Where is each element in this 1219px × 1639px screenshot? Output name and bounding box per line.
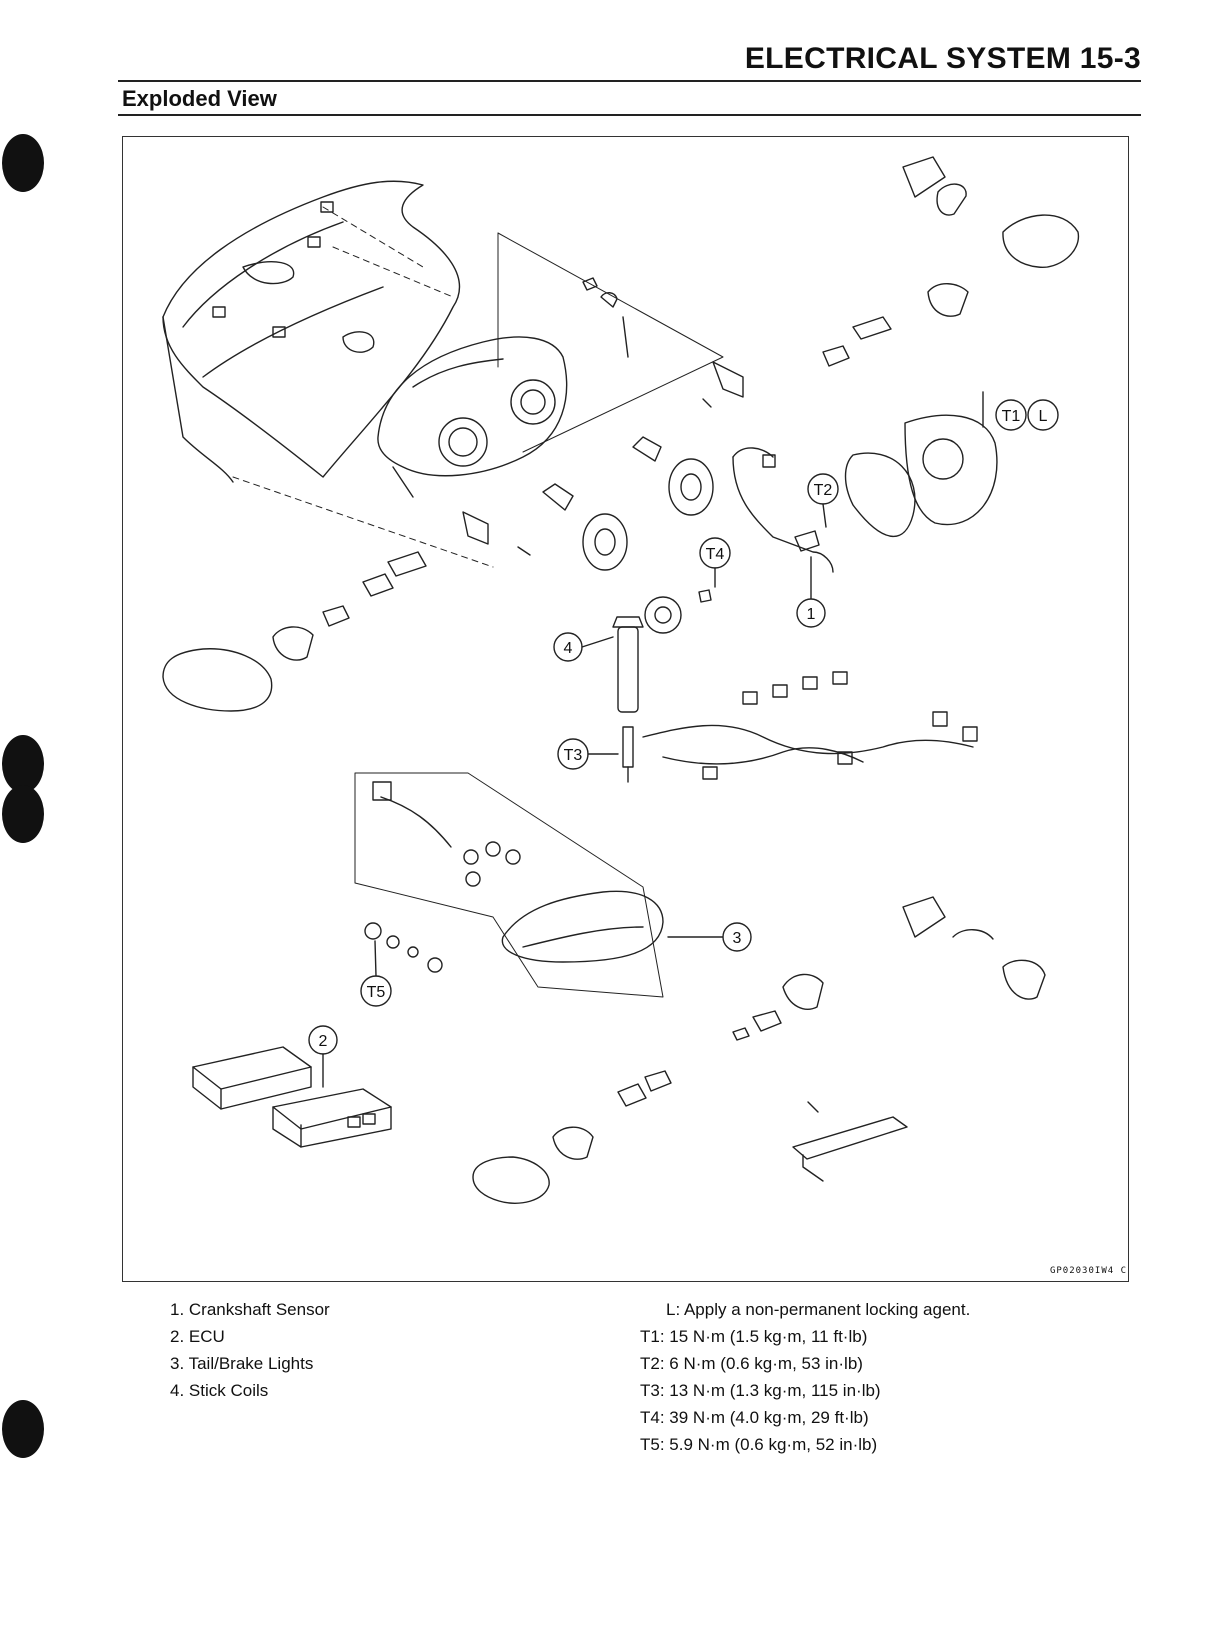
- tail-brake-light: [372, 781, 664, 963]
- front-turn-signal-right: [822, 156, 1080, 367]
- svg-text:T2: T2: [814, 482, 833, 499]
- callout-3: 3: [667, 922, 752, 952]
- svg-text:2: 2: [319, 1033, 328, 1050]
- header-rule: [118, 80, 1141, 82]
- headlight-assembly: [377, 336, 568, 498]
- callout-t5: T5: [360, 940, 392, 1007]
- callout-4: 4: [553, 632, 614, 662]
- callout-t3: T3: [557, 738, 619, 770]
- front-turn-signal-left: [162, 551, 427, 712]
- binder-hole-bottom: [2, 1400, 44, 1458]
- fairing-leader-lines: [232, 206, 494, 568]
- parts-legend: 1. Crankshaft Sensor 2. ECU 3. Tail/Brak…: [170, 1296, 330, 1404]
- section-rule: [118, 114, 1141, 116]
- callout-2: 2: [308, 1025, 338, 1088]
- tail-light-group-outline: [354, 772, 664, 998]
- rear-turn-signal-right: [732, 896, 1046, 1041]
- svg-text:T5: T5: [367, 984, 386, 1001]
- torque-note: T1: 15 N·m (1.5 kg·m, 11 ft·lb): [640, 1327, 868, 1346]
- torque-note: T5: 5.9 N·m (0.6 kg·m, 52 in·lb): [640, 1435, 878, 1454]
- binder-hole-top: [2, 134, 44, 192]
- ecu-unit: [192, 1046, 392, 1148]
- torque-notes: L: Apply a non-permanent locking agent. …: [640, 1296, 970, 1458]
- rear-mudguard: [844, 391, 998, 538]
- svg-text:L: L: [1039, 408, 1048, 425]
- main-wiring-harness: [642, 671, 978, 780]
- binder-hole-middle-upper: [2, 735, 44, 793]
- torque-note: T2: 6 N·m (0.6 kg·m, 53 in·lb): [640, 1354, 863, 1373]
- page-header-title: ELECTRICAL SYSTEM 15-3: [744, 42, 1141, 75]
- tail-light-fasteners: [364, 922, 443, 973]
- callout-t4: T4: [699, 537, 731, 588]
- callout-t2: T2: [807, 473, 839, 528]
- callout-1: 1: [796, 556, 826, 628]
- svg-text:T4: T4: [706, 546, 725, 563]
- exploded-view-diagram: 1 2 3 4 T1 L T2: [122, 136, 1129, 1282]
- section-title: Exploded View: [122, 86, 277, 111]
- torque-note: T4: 39 N·m (4.0 kg·m, 29 ft·lb): [640, 1408, 869, 1427]
- locking-agent-note: L: Apply a non-permanent locking agent.: [666, 1300, 971, 1319]
- headlight-brackets: [462, 361, 744, 556]
- legend-item: 2. ECU: [170, 1327, 225, 1346]
- svg-text:T1: T1: [1002, 408, 1021, 425]
- upper-fairing: [162, 180, 460, 483]
- crankshaft-sensor: [732, 447, 834, 573]
- torque-note: T3: 13 N·m (1.3 kg·m, 115 in·lb): [640, 1381, 881, 1400]
- svg-text:1: 1: [807, 606, 816, 623]
- svg-text:T3: T3: [564, 747, 583, 764]
- stick-coil: [612, 616, 644, 783]
- binder-hole-middle-lower: [2, 785, 44, 843]
- legend-item: 4. Stick Coils: [170, 1381, 269, 1400]
- headlight-bulb-group-outline: [497, 232, 724, 453]
- headlight-bulbs: [542, 277, 714, 571]
- callout-t1: T1 L: [995, 399, 1059, 431]
- timing-rotor: [644, 589, 712, 634]
- rear-turn-signal-left: [472, 1070, 672, 1204]
- legend-item: 1. Crankshaft Sensor: [170, 1300, 330, 1319]
- svg-text:4: 4: [564, 640, 573, 657]
- legend-item: 3. Tail/Brake Lights: [170, 1354, 314, 1373]
- figure-code: GP02030IW4 C: [1049, 1266, 1127, 1276]
- svg-text:3: 3: [733, 930, 742, 947]
- license-plate-bracket: [792, 1101, 908, 1182]
